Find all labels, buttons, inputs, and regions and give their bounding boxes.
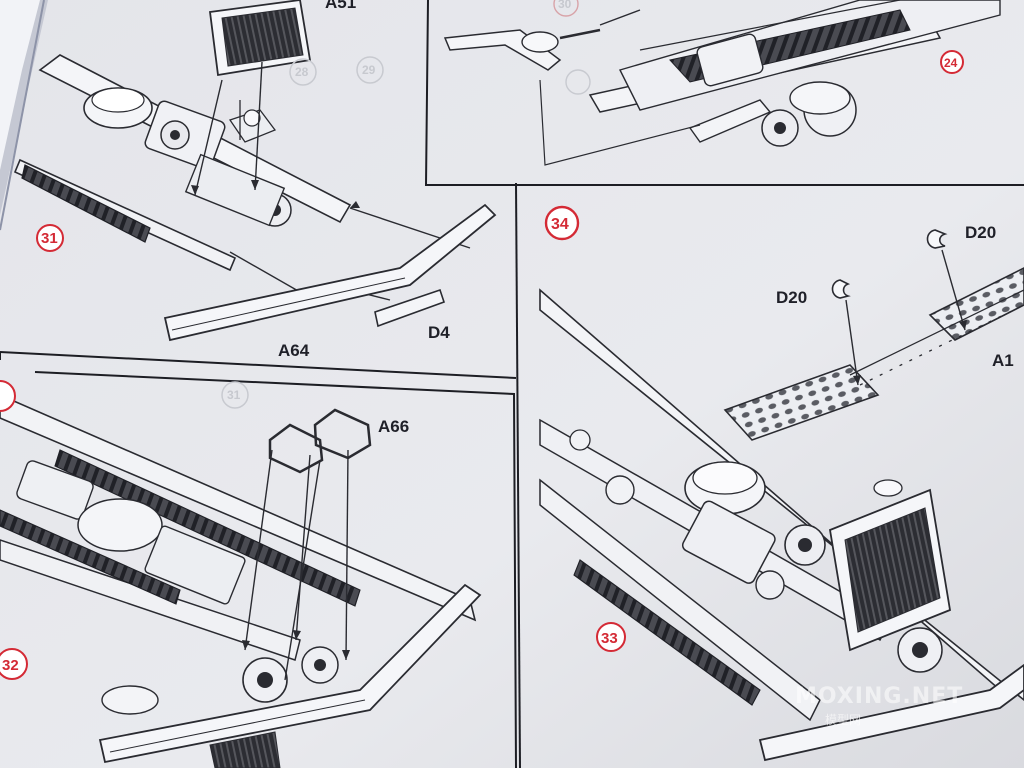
step-31-panel: 28 29 A51 A64 D4 31 — [13, 0, 497, 360]
step-number-34: 34 — [551, 216, 569, 233]
step-34-panel: D20 D20 A1 34 33 — [539, 205, 1024, 762]
ghost-step-31: 31 — [227, 388, 241, 402]
plate-d4 — [374, 288, 446, 328]
part-label-d4: D4 — [428, 323, 450, 342]
bumper-a64 — [163, 203, 497, 342]
step-number-33: 33 — [601, 630, 618, 647]
step-number-32: 32 — [2, 657, 19, 674]
part-label-a1x: A1 — [992, 351, 1014, 370]
step-30-panel: 30 24 — [443, 0, 1001, 166]
part-label-a64: A64 — [278, 341, 310, 360]
ghost-step-30: 30 — [558, 0, 572, 11]
running-board-lower — [723, 364, 880, 441]
ghost-step-28: 28 — [295, 65, 309, 79]
watermark-site: MOXING.NET — [795, 684, 963, 709]
step-32-panel: 31 A66 32 — [0, 380, 482, 768]
part-label-a51: A51 — [325, 0, 356, 12]
step-number-24: 24 — [944, 56, 958, 70]
site-watermark: MOXING.NET 模型网 — [795, 684, 963, 727]
bumper-front-32 — [98, 583, 482, 764]
step-number-31: 31 — [41, 230, 58, 247]
watermark-chinese: 模型网 — [825, 713, 861, 727]
part-label-a66: A66 — [378, 417, 409, 436]
ghost-step-29: 29 — [362, 63, 376, 77]
running-board-upper — [928, 267, 1024, 341]
part-label-d20-upper: D20 — [965, 223, 996, 242]
part-label-d20-lower: D20 — [776, 288, 807, 307]
